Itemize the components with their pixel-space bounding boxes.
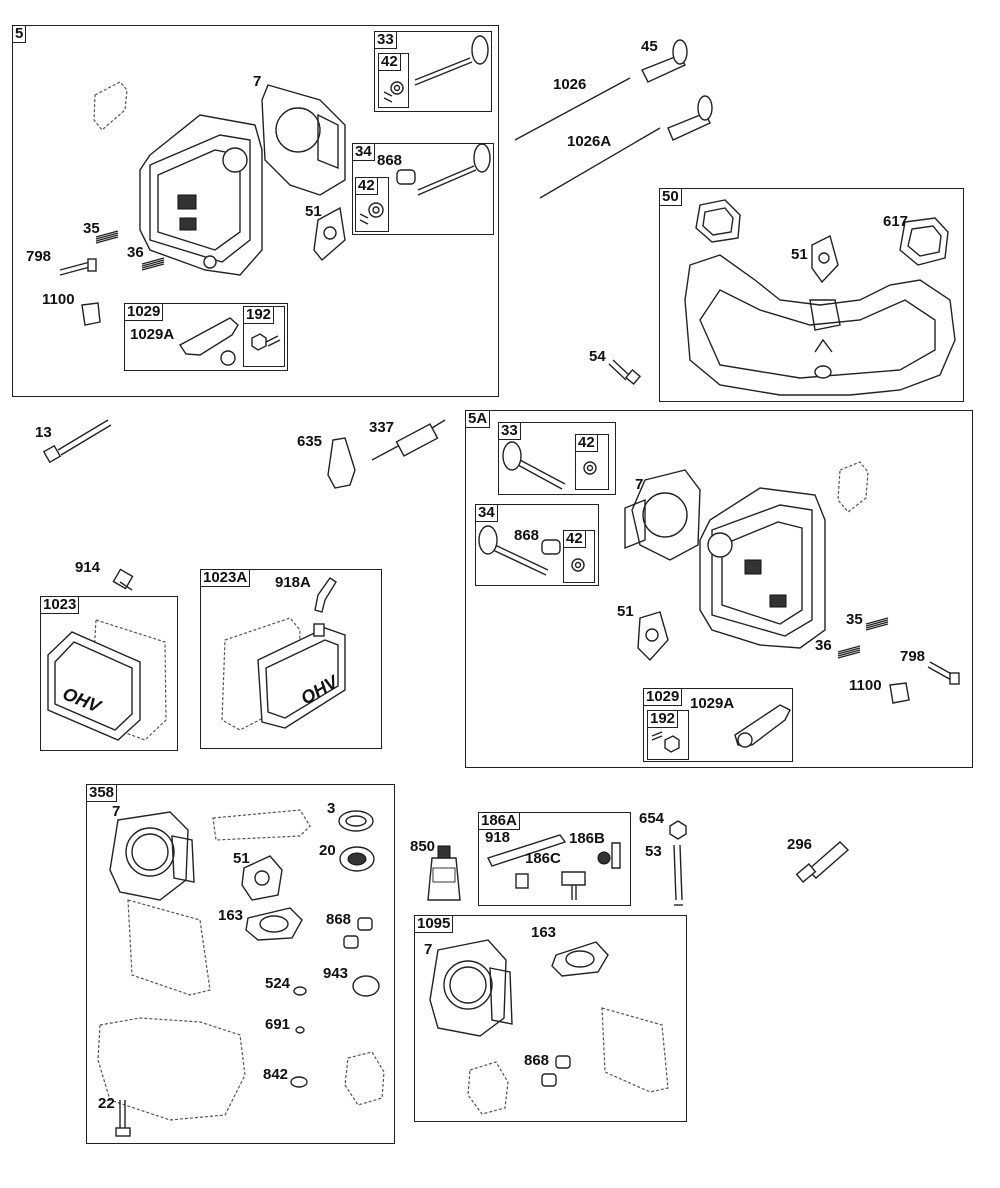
group-192b-tag: 192 <box>647 710 679 728</box>
label-524: 524 <box>265 975 291 992</box>
label-1029a-5a: 1029A <box>690 695 735 712</box>
group-33-tag: 33 <box>374 31 397 49</box>
spark-plug-boot-635 <box>327 437 356 489</box>
label-35: 35 <box>83 220 100 237</box>
group-34-tag: 34 <box>352 143 375 161</box>
label-914: 914 <box>75 559 101 576</box>
group-5a-tag: 5A <box>465 410 491 428</box>
group-1029b-tag: 1029 <box>643 688 683 706</box>
group-42c-tag: 42 <box>575 434 598 452</box>
group-1095-tag: 1095 <box>414 915 454 933</box>
label-798: 798 <box>26 248 52 265</box>
group-42b-frame: 42 <box>355 177 389 232</box>
group-42c-frame: 42 <box>575 434 609 490</box>
group-42-tag: 42 <box>378 53 401 71</box>
label-45: 45 <box>641 38 658 55</box>
group-50-tag: 50 <box>659 188 682 206</box>
group-358-frame: 358 <box>86 784 395 1144</box>
label-186b: 186B <box>569 830 605 847</box>
label-163: 163 <box>218 907 244 924</box>
label-943: 943 <box>323 965 349 982</box>
group-1029-frame: 1029 <box>124 303 288 371</box>
label-36: 36 <box>127 244 144 261</box>
nut-654 <box>669 820 687 840</box>
label-337: 337 <box>369 419 395 436</box>
group-358-tag: 358 <box>86 784 118 802</box>
group-33b-frame: 33 <box>498 422 616 495</box>
label-842: 842 <box>263 1066 289 1083</box>
label-868-358: 868 <box>326 911 352 928</box>
bolt-54 <box>608 359 642 386</box>
group-5-frame: 5 <box>12 25 499 397</box>
label-1100: 1100 <box>42 291 75 308</box>
group-33b-tag: 33 <box>498 422 521 440</box>
label-51: 51 <box>305 203 322 220</box>
group-42b-tag: 42 <box>355 177 378 195</box>
label-36-5a: 36 <box>815 637 832 654</box>
label-691: 691 <box>265 1016 291 1033</box>
group-1095-frame: 1095 <box>414 915 687 1122</box>
label-1026: 1026 <box>553 76 587 93</box>
label-3: 3 <box>327 800 336 817</box>
label-868-1095: 868 <box>524 1052 550 1069</box>
lifter-45b <box>667 95 713 141</box>
label-654: 654 <box>639 810 665 827</box>
group-1029b-frame: 1029 <box>643 688 793 762</box>
group-42d-tag: 42 <box>563 530 586 548</box>
label-186c: 186C <box>525 850 561 867</box>
group-50-frame: 50 <box>659 188 964 402</box>
label-7-5a: 7 <box>635 476 644 493</box>
label-51-manifold: 51 <box>791 246 808 263</box>
label-7-1095: 7 <box>424 941 433 958</box>
group-1029-tag: 1029 <box>124 303 164 321</box>
group-33-frame: 33 <box>374 31 492 112</box>
group-1023-tag: 1023 <box>40 596 80 614</box>
group-1023-frame: 1023 <box>40 596 178 751</box>
label-1100-5a: 1100 <box>849 677 882 694</box>
group-192b-frame: 192 <box>647 710 689 760</box>
group-42-frame: 42 <box>378 53 409 108</box>
group-5a-frame: 5A <box>465 410 973 768</box>
label-296: 296 <box>787 836 813 853</box>
group-186a-tag: 186A <box>478 812 520 830</box>
label-1029a: 1029A <box>130 326 175 343</box>
label-51-358: 51 <box>233 850 250 867</box>
group-192-frame: 192 <box>243 306 285 367</box>
label-918: 918 <box>485 829 511 846</box>
stud-53 <box>673 844 683 906</box>
label-7: 7 <box>253 73 262 90</box>
label-13: 13 <box>35 424 52 441</box>
label-918a: 918A <box>275 574 311 591</box>
group-42d-frame: 42 <box>563 530 595 583</box>
label-53: 53 <box>645 843 662 860</box>
group-34-frame: 34 <box>352 143 494 235</box>
label-868-5a: 868 <box>514 527 540 544</box>
label-850: 850 <box>410 838 436 855</box>
label-617: 617 <box>883 213 909 230</box>
group-1023a-frame: 1023A <box>200 569 382 749</box>
bolt-13 <box>42 419 112 464</box>
label-22: 22 <box>98 1095 115 1112</box>
label-798-5a: 798 <box>900 648 926 665</box>
label-868: 868 <box>377 152 403 169</box>
group-192-tag: 192 <box>243 306 275 324</box>
bolt-914 <box>112 568 134 591</box>
label-20: 20 <box>319 842 336 859</box>
group-34b-tag: 34 <box>475 504 498 522</box>
group-34b-frame: 34 <box>475 504 599 586</box>
group-1023a-tag: 1023A <box>200 569 251 587</box>
group-186a-frame: 186A <box>478 812 631 906</box>
label-51-5a: 51 <box>617 603 634 620</box>
group-5-tag: 5 <box>12 25 27 43</box>
label-35-5a: 35 <box>846 611 863 628</box>
label-54: 54 <box>589 348 606 365</box>
label-635: 635 <box>297 433 323 450</box>
label-1026a: 1026A <box>567 133 612 150</box>
label-163-1095: 163 <box>531 924 557 941</box>
label-7-358: 7 <box>112 803 121 820</box>
